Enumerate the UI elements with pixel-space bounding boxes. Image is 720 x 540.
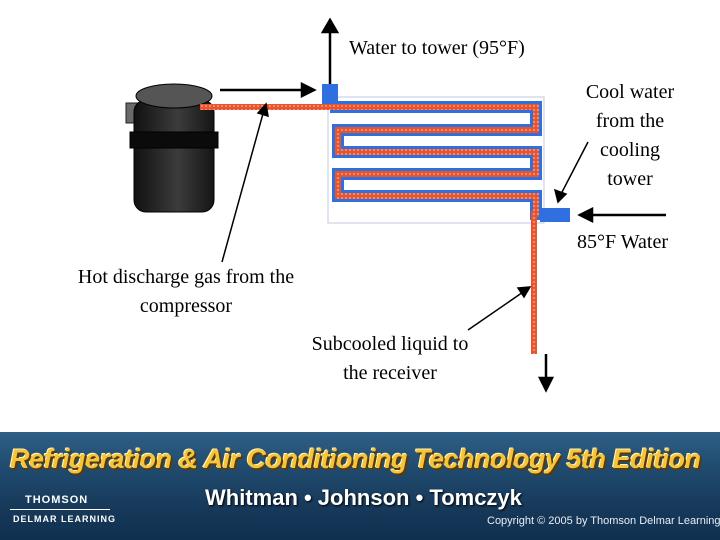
- cool-water-line-2: from the: [595, 110, 665, 132]
- book-banner: Refrigeration & Air Conditioning Technol…: [0, 432, 720, 540]
- condenser-diagram: [125, 17, 666, 393]
- subcooled-line-1: Subcooled liquid to: [311, 333, 469, 355]
- refrigerant-coil: [200, 104, 539, 354]
- cool-water-line-1: Cool water: [585, 81, 675, 103]
- copyright-notice: Copyright © 2005 by Thomson Delmar Learn…: [487, 515, 720, 527]
- publisher-logo-icon: [10, 509, 110, 510]
- hot-discharge-gas-label: Hot discharge gas from the compressor: [46, 263, 326, 321]
- subcooled-liquid-label: Subcooled liquid to the receiver: [290, 330, 490, 388]
- water-85f-label: 85°F Water: [577, 231, 669, 253]
- book-title: Refrigeration & Air Conditioning Technol…: [10, 444, 701, 474]
- cool-water-line-4: tower: [607, 168, 653, 190]
- publisher-logo-thomson: THOMSON: [25, 494, 89, 506]
- water-to-tower-label: Water to tower (95°F): [349, 37, 525, 59]
- water-inlet: [540, 208, 570, 222]
- water-outlet: [322, 84, 338, 104]
- hot-discharge-line-2: compressor: [139, 295, 233, 317]
- publisher-logo-delmar: DELMAR LEARNING: [13, 514, 116, 524]
- compressor: [125, 83, 219, 213]
- subcooled-line-2: the receiver: [343, 362, 437, 384]
- leader-lines: [221, 102, 589, 331]
- arrows: [220, 17, 666, 393]
- cool-water-label: Cool water from the cooling tower: [570, 78, 690, 194]
- condenser-shell: [327, 96, 545, 224]
- hot-discharge-line-1: Hot discharge gas from the: [77, 266, 295, 288]
- book-authors: Whitman • Johnson • Tomczyk: [205, 485, 522, 510]
- cool-water-line-3: cooling: [600, 139, 660, 161]
